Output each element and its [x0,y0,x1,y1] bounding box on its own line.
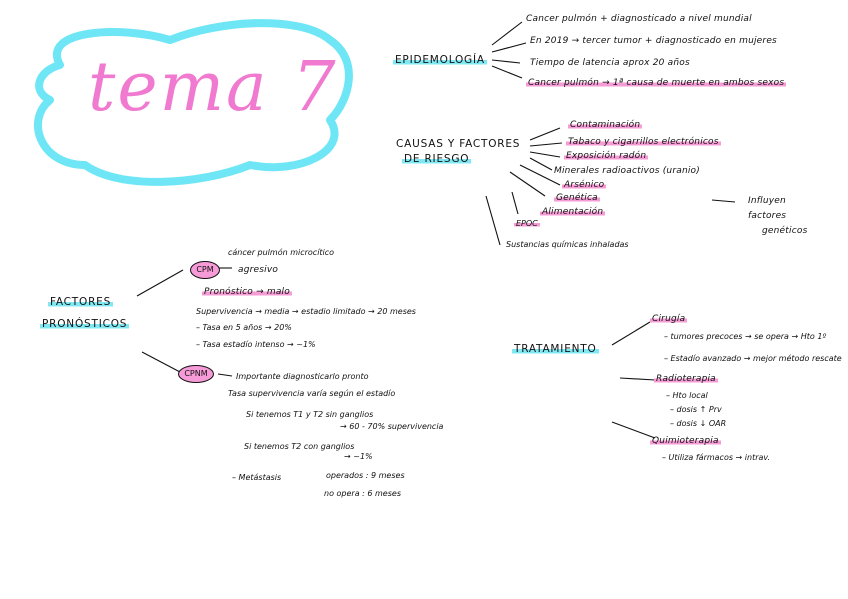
cause-item: Minerales radioactivos (uranio) [554,166,700,176]
epidemiology-item: Cancer pulmón → 1ª causa de muerte en am… [526,78,787,88]
chemotherapy-label: Quimioterapia [650,436,721,446]
treatment-heading: TRATAMIENTO [512,343,599,355]
cause-item: Exposición radón [564,151,649,161]
cpnm-sub: no opera : 6 meses [324,489,401,498]
cause-item: EPOC [514,219,540,228]
cpm-detail: – Tasa estadío intenso → ~1% [196,340,316,349]
cpnm-sub: Si tenemos T1 y T2 sin ganglios [246,410,374,419]
radiotherapy-item: – Hto local [666,391,708,400]
cpnm-sub: Si tenemos T2 con ganglios [244,442,355,451]
chemotherapy-item: – Utiliza fármacos → intrav. [662,453,771,462]
cpnm-sub: → 60 - 70% supervivencia [340,422,444,431]
surgery-item: – tumores precoces → se opera → Hto 1º [664,332,827,341]
epidemiology-item: En 2019 → tercer tumor + diagnosticado e… [530,36,777,46]
genetic-note: Influyen [748,196,786,206]
cpnm-sub: operados : 9 meses [326,471,405,480]
surgery-item: – Estadío avanzado → mejor método rescat… [664,354,842,363]
cause-item: Arsénico [562,180,607,190]
radiotherapy-item: – dosis ↑ Prv [670,405,722,414]
cpm-detail: – Tasa en 5 años → 20% [196,323,292,332]
genetic-note: factores [748,211,787,221]
cause-item: Contaminación [568,120,643,130]
epidemiology-item: Tiempo de latencia aprox 20 años [530,58,690,68]
radiotherapy-label: Radioterapia [654,374,718,384]
cpm-item: agresivo [238,265,279,275]
causes-heading: DE RIESGO [402,153,472,165]
epidemiology-heading: EPIDEMOLOGÍA [393,54,487,66]
genetic-note: genéticos [762,226,808,236]
cpnm-sub: – Metástasis [232,473,282,482]
cause-item: Tabaco y cigarrillos electrónicos [566,137,721,147]
prognosis-heading: PRONÓSTICOS [40,318,130,330]
surgery-label: Cirugía [650,314,688,324]
cpm-item: Pronóstico → malo [202,287,292,297]
prognosis-heading: FACTORES [48,296,114,308]
epidemiology-item: Cancer pulmón + diagnosticado a nivel mu… [526,14,752,24]
causes-heading: CAUSAS Y FACTORES [396,138,521,150]
cpnm-sub: → ~1% [344,452,373,461]
cause-item: Genética [554,193,600,203]
cause-item: Alimentación [540,207,606,217]
radiotherapy-item: – dosis ↓ OAR [670,419,727,428]
page-title: tema 7 [88,48,338,127]
cpm-item: cáncer pulmón microcítico [228,248,335,257]
cpm-detail: Supervivencia → media → estadio limitado… [196,307,416,316]
cpnm-item: Tasa supervivencia varía según el estadí… [228,389,396,398]
cpm-circle: CPM [190,261,220,279]
cpnm-circle: CPNM [178,365,214,383]
cpnm-item: Importante diagnosticarlo pronto [236,372,369,381]
cause-item: Sustancias químicas inhaladas [506,240,629,249]
